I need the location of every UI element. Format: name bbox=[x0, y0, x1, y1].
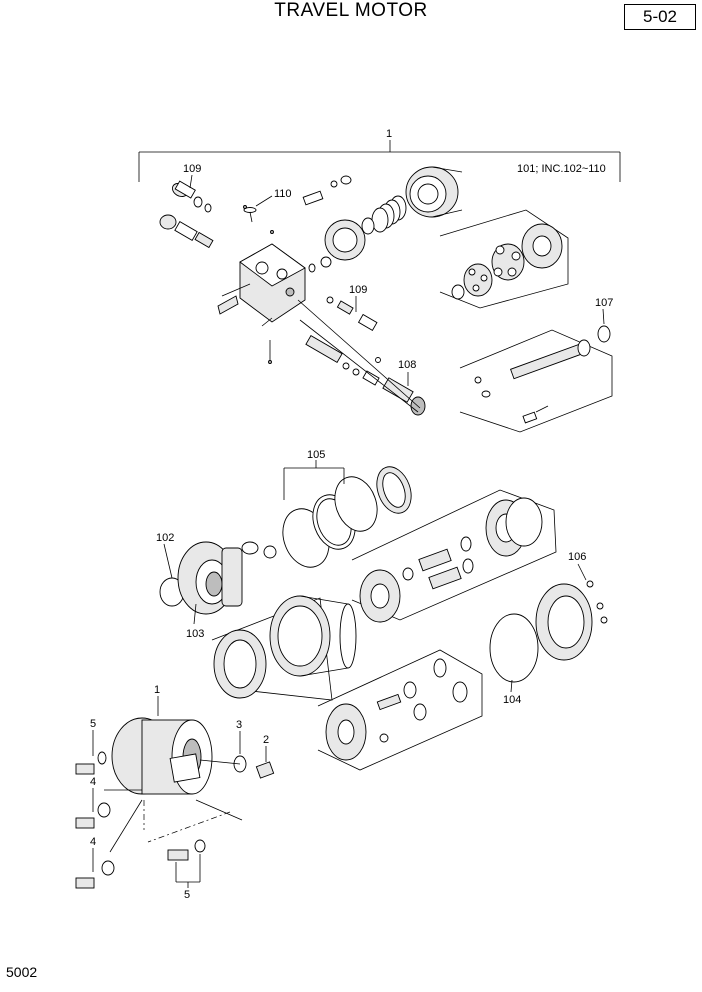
callout-109-upper: 109 bbox=[183, 163, 201, 175]
page-reference-box: 5-02 bbox=[624, 4, 696, 30]
callout-3: 3 bbox=[236, 719, 242, 731]
planetary-gear-upper-group bbox=[351, 489, 557, 623]
callout-107: 107 bbox=[595, 297, 613, 309]
seal-kit-group bbox=[282, 466, 412, 568]
ring-gear-group bbox=[211, 580, 608, 701]
callout-109-lower: 109 bbox=[349, 284, 367, 296]
callout-1-top: 1 bbox=[386, 128, 392, 140]
shaft-group bbox=[459, 325, 613, 433]
callout-108: 108 bbox=[398, 359, 416, 371]
callout-103: 103 bbox=[186, 628, 204, 640]
callout-5-upper: 5 bbox=[90, 718, 96, 730]
callout-102: 102 bbox=[156, 532, 174, 544]
callout-4-lower: 4 bbox=[90, 836, 96, 848]
bearing-swash-group bbox=[302, 166, 463, 273]
cylinder-block-group bbox=[439, 209, 569, 309]
assembled-motor-group bbox=[75, 717, 275, 889]
callout-4-middle: 4 bbox=[90, 776, 96, 788]
callout-104: 104 bbox=[503, 694, 521, 706]
callout-106: 106 bbox=[568, 551, 586, 563]
callout-105: 105 bbox=[307, 449, 325, 461]
assembly-note: 101; INC.102~110 bbox=[517, 163, 606, 175]
callout-1-assembly: 1 bbox=[154, 684, 160, 696]
valve-block-group bbox=[159, 180, 426, 416]
page-footer-code: 5002 bbox=[6, 964, 38, 980]
page-title: TRAVEL MOTOR bbox=[274, 0, 428, 21]
motor-housing-group bbox=[159, 541, 277, 615]
callout-110: 110 bbox=[274, 188, 292, 200]
callout-5-lower: 5 bbox=[184, 889, 190, 901]
assembly-bracket bbox=[138, 140, 621, 182]
planetary-carrier-lower-group bbox=[317, 649, 483, 771]
callout-2: 2 bbox=[263, 734, 269, 746]
